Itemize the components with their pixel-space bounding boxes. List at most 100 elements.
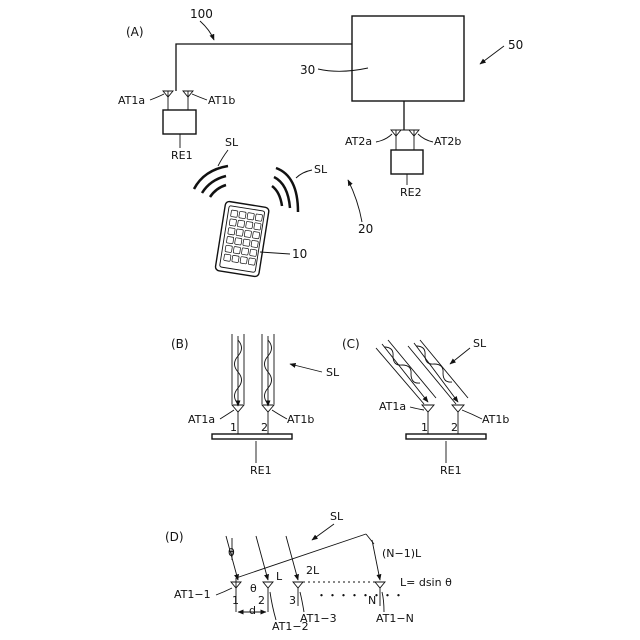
keypad-key (225, 245, 232, 252)
keypad-key (228, 228, 235, 235)
keypad-key (235, 238, 242, 245)
ref-20-leader (348, 180, 362, 222)
label-re1: RE1 (171, 149, 193, 162)
ray-2 (256, 536, 268, 580)
keypad-key (237, 220, 244, 227)
keypad-key (231, 210, 238, 217)
keypad-key (246, 221, 253, 228)
keypad-key (252, 231, 259, 238)
antenna-at2b-icon (409, 130, 419, 150)
sl-d-leader (312, 524, 334, 540)
at2b-leader (418, 134, 433, 142)
ref-100-leader (200, 21, 214, 40)
index-2-d: 2 (258, 594, 265, 607)
mobile-terminal-icon (215, 201, 269, 277)
label-re1-b: RE1 (250, 464, 272, 477)
keypad-key (236, 229, 243, 236)
re1-plate-b (212, 434, 292, 439)
label-formula: L= dsin θ (400, 576, 452, 589)
label-at1a: AT1a (118, 94, 145, 107)
keypad-key (239, 211, 246, 218)
label-at1b-c: AT1b (482, 413, 509, 426)
label-at1-n: AT1−N (376, 612, 414, 625)
antenna-at1b-icon (183, 91, 193, 110)
ref-10-leader (260, 252, 290, 254)
keypad-key (224, 254, 231, 261)
index-2-b: 2 (261, 421, 268, 434)
label-theta-bottom: θ (250, 582, 257, 595)
beam-1-c (376, 340, 436, 404)
label-theta-top: θ (228, 546, 235, 559)
keypad-key (241, 248, 248, 255)
antenna-at1a-icon (163, 91, 173, 110)
panel-a-label: (A) (126, 25, 144, 39)
ref-50-leader (480, 46, 504, 64)
label-2L: 2L (306, 564, 320, 577)
sl-b-leader (290, 364, 322, 372)
label-at1b-b: AT1b (287, 413, 314, 426)
antenna-at2a-icon (391, 130, 401, 150)
wavefront-end (366, 534, 374, 544)
ref-50: 50 (508, 38, 523, 52)
label-at2a: AT2a (345, 135, 372, 148)
re1-box (163, 110, 196, 134)
at2a-leader (376, 134, 392, 142)
label-at1b: AT1b (208, 94, 235, 107)
panel-b: (B) 1 2 AT1a AT1b SL (171, 334, 340, 477)
cable-100 (176, 44, 352, 91)
label-at1-3: AT1−3 (300, 612, 337, 625)
at1-3-leader (300, 592, 304, 612)
label-n-minus-1-L: (N−1)L (382, 547, 422, 560)
label-re2: RE2 (400, 186, 422, 199)
sl-c-leader (450, 348, 470, 364)
beam-2-b (262, 334, 274, 406)
label-sl-right: SL (314, 163, 328, 176)
label-at2b: AT2b (434, 135, 461, 148)
keypad-key (255, 214, 262, 221)
radio-waves-right-icon (272, 168, 298, 212)
panel-b-label: (B) (171, 337, 189, 351)
panel-d-label: (D) (165, 530, 184, 544)
keypad-key (240, 257, 247, 264)
at1b-leader (192, 94, 207, 100)
keypad-key (248, 258, 255, 265)
keypad-key (244, 230, 251, 237)
at1a-b-leader (220, 410, 234, 419)
label-sl-c: SL (473, 337, 487, 350)
beam-1-b (232, 334, 244, 406)
panel-a: (A) 100 30 50 AT1a AT1b RE1 (118, 7, 523, 277)
wavefront (236, 534, 366, 578)
keypad-key (233, 246, 240, 253)
radio-waves-left-icon (194, 166, 228, 197)
label-sl-top: SL (225, 136, 239, 149)
sl-right-leader (296, 170, 312, 178)
keypad-key (232, 255, 239, 262)
index-1-b: 1 (230, 421, 237, 434)
panel-c-label: (C) (342, 337, 360, 351)
sl-top-leader (218, 150, 228, 166)
label-sl-b: SL (326, 366, 340, 379)
keypad-key (250, 249, 257, 256)
ellipsis-dots: ・・・・・・・・ (316, 589, 404, 602)
at1a-c-leader (410, 407, 424, 410)
at1b-b-leader (272, 410, 287, 419)
keypad-key (251, 240, 258, 247)
ref-100: 100 (190, 7, 213, 21)
label-re1-c: RE1 (440, 464, 462, 477)
beam-2-c (408, 340, 468, 404)
panel-d: (D) SL θ θ L 2L (N−1)L L= dsin θ (165, 510, 452, 633)
re2-box (391, 150, 423, 174)
keypad-key (247, 213, 254, 220)
index-1-c: 1 (421, 421, 428, 434)
keypad-key (243, 239, 250, 246)
label-d: d (249, 604, 256, 617)
index-3-d: 3 (289, 594, 296, 607)
ref-20: 20 (358, 222, 373, 236)
ref-30: 30 (300, 63, 315, 77)
re1-plate-c (406, 434, 486, 439)
label-sl-d: SL (330, 510, 344, 523)
index-2-c: 2 (451, 421, 458, 434)
label-at1a-b: AT1a (188, 413, 215, 426)
label-L: L (276, 570, 283, 583)
index-1-d: 1 (232, 594, 239, 607)
